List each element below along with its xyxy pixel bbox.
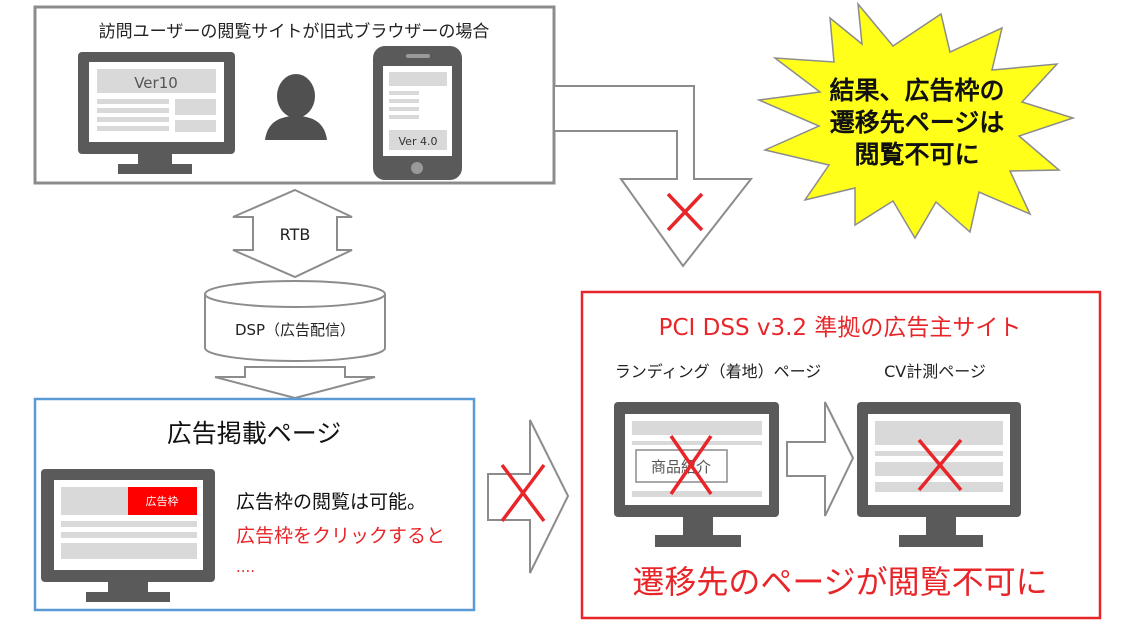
ad-slot-label: 広告枠 (146, 494, 179, 508)
product-intro-label: 商品紹介 (651, 458, 711, 476)
down-arrow-to-ad-page (214, 366, 376, 400)
arrow-landing-to-cv (786, 401, 855, 517)
starburst-line-2: 遷移先ページは (830, 108, 1005, 137)
user-icon (265, 74, 327, 140)
blocked-cross-icon (666, 192, 704, 232)
blocked-cross-icon (917, 438, 963, 492)
rtb-label: RTB (280, 225, 311, 244)
ad-page-text-line3: .... (236, 558, 255, 576)
result-starburst (756, 1, 1076, 240)
landing-page-label: ランディング（着地）ページ (615, 362, 822, 381)
blocked-cross-icon (669, 435, 713, 495)
cv-page-monitor-icon (857, 402, 1021, 547)
advertiser-title: PCI DSS v3.2 準拠の広告主サイト (659, 315, 1022, 341)
old-desktop-monitor-icon (78, 52, 235, 174)
arrow-to-advertiser (487, 419, 570, 574)
desktop-version-label: Ver10 (134, 74, 178, 92)
bent-arrow-to-advertiser (553, 85, 754, 268)
blocked-cross-icon (500, 463, 546, 523)
cv-page-label: CV計測ページ (884, 362, 986, 381)
mobile-version-label: Ver 4.0 (399, 135, 438, 148)
starburst-line-1: 結果、広告枠の (829, 76, 1004, 105)
dsp-label: DSP（広告配信） (235, 321, 355, 339)
old-smartphone-icon (373, 46, 462, 180)
ad-page-text-line1: 広告枠の閲覧は可能。 (236, 491, 426, 513)
rtb-double-arrow (232, 188, 353, 279)
ad-page-title: 広告掲載ページ (167, 419, 342, 448)
advertiser-bottom-text: 遷移先のページが閲覧不可に (632, 563, 1047, 601)
ad-slot-banner[interactable] (128, 487, 197, 515)
dsp-database-cylinder (204, 280, 386, 362)
starburst-line-3: 閲覧不可に (854, 140, 979, 169)
ad-page-text-line2: 広告枠をクリックすると (236, 525, 445, 547)
visitor-box-title: 訪問ユーザーの閲覧サイトが旧式ブラウザーの場合 (99, 21, 490, 42)
